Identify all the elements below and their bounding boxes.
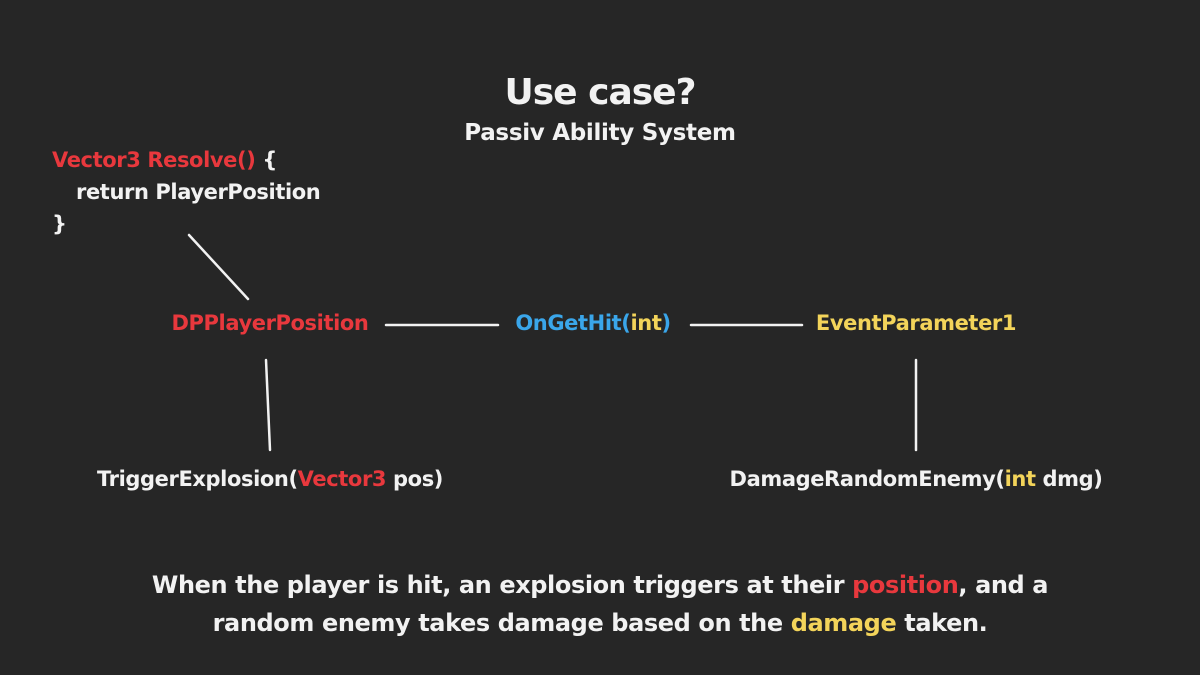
slide-subtitle: Passiv Ability System [464, 120, 736, 146]
slide-title: Use case? [504, 72, 697, 113]
trigger-explosion-type: Vector3 [297, 467, 387, 491]
code-signature: Vector3 Resolve() [52, 148, 256, 172]
highlight-damage: damage [790, 609, 897, 637]
code-line-1: Vector3 Resolve() { [52, 144, 320, 176]
on-get-hit-name: OnGetHit( [515, 311, 631, 335]
on-get-hit-close: ) [661, 311, 671, 335]
description-line-2: random enemy takes damage based on the d… [152, 604, 1048, 642]
code-line-2: return PlayerPosition [76, 180, 321, 204]
on-get-hit-node: OnGetHit(int) [515, 311, 671, 335]
code-open-brace: { [255, 148, 277, 172]
on-get-hit-param: int [630, 311, 662, 335]
description-line-1: When the player is hit, an explosion tri… [151, 566, 1049, 604]
trigger-explosion-name: TriggerExplosion( [97, 467, 298, 491]
event-parameter-node: EventParameter1 [815, 311, 1017, 335]
code-line-3: } [52, 212, 67, 236]
dp-player-position-node: DPPlayerPosition [171, 311, 369, 335]
highlight-position: position [852, 571, 959, 599]
damage-enemy-param: dmg) [1035, 467, 1103, 491]
damage-enemy-name: DamageRandomEnemy( [729, 467, 1005, 491]
description-line-1-end: , and a [958, 571, 1049, 599]
description-line-1-text: When the player is hit, an explosion tri… [151, 571, 853, 599]
code-to-dp-connector [187, 233, 250, 301]
trigger-explosion-param: pos) [386, 467, 443, 491]
damage-random-enemy-node: DamageRandomEnemy(int dmg) [730, 467, 1103, 491]
description-text: When the player is hit, an explosion tri… [151, 566, 1049, 642]
code-snippet: Vector3 Resolve() { return PlayerPositio… [52, 144, 321, 240]
trigger-explosion-node: TriggerExplosion(Vector3 pos) [97, 467, 443, 491]
description-line-2-end: taken. [896, 609, 988, 637]
description-line-2-text: random enemy takes damage based on the [212, 609, 791, 637]
dp-to-trigger-connector [264, 358, 272, 452]
damage-enemy-type: int [1004, 467, 1036, 491]
